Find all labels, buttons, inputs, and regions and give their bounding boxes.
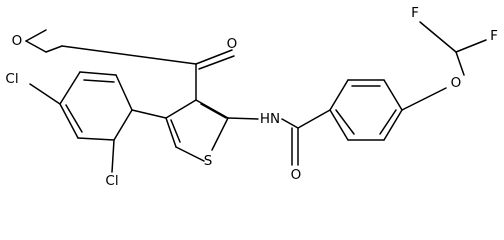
- bond-o-chf2: [455, 51, 465, 76]
- bond-ester-carbonyl-a: [195, 49, 233, 65]
- atom-f-upper: F: [411, 5, 419, 21]
- bond-aryl-4-inner: [65, 104, 83, 133]
- atom-o-carbonyl-ester: O: [227, 36, 238, 52]
- bond-c3-c2: [195, 99, 229, 119]
- bond-ester-o: [61, 45, 197, 65]
- bond-c4-aryl: [131, 109, 167, 119]
- bond-aryl-5: [77, 137, 115, 141]
- bond-benz-4: [383, 109, 403, 141]
- bond-benz-6-inner: [335, 109, 355, 135]
- bond-co-aryl: [297, 109, 331, 129]
- bond-benz-6: [329, 109, 349, 141]
- bond-aryl-2: [79, 71, 117, 76]
- bond-methyl-o: [25, 40, 47, 53]
- atom-cl-para: Cl: [5, 71, 18, 87]
- atom-cl-ortho: Cl: [105, 173, 118, 189]
- bond-aryl-2-inner: [83, 79, 115, 83]
- bond-o-methyl: [25, 29, 47, 42]
- bond-ester-carbonyl-b: [198, 55, 235, 70]
- bond-s-c5: [175, 146, 205, 162]
- bond-benz-3: [383, 79, 403, 111]
- bond-aryl-3: [59, 71, 81, 105]
- bond-c2-s: [211, 117, 229, 151]
- bond-c5-c4-inner: [170, 119, 181, 143]
- bond-c3-c2-inner: [200, 103, 227, 119]
- bond-benz-4-inner: [379, 109, 397, 135]
- atom-f-right: F: [490, 28, 498, 44]
- bond-aryl-4: [59, 103, 79, 139]
- bond-ring-o: [401, 87, 447, 111]
- bond-nh-co: [281, 118, 299, 129]
- bond-benz-1: [329, 79, 349, 111]
- bond-c4-c3: [165, 99, 197, 119]
- bond-c5-c4: [165, 117, 177, 148]
- atom-o-amide: O: [291, 167, 302, 183]
- bond-aryl-cl4: [29, 83, 61, 105]
- bond-aryl-1: [115, 74, 133, 111]
- bond-aryl-cl2: [111, 139, 115, 173]
- bond-methyl-end: [45, 45, 63, 53]
- bond-c-f2: [455, 39, 487, 53]
- atom-nh-amide: HN: [260, 111, 280, 127]
- atom-o-ether: O: [451, 75, 462, 91]
- bond-c-f1: [419, 21, 457, 53]
- molecule-structure: O O S HN O O F F Cl Cl: [5, 5, 497, 189]
- bond-c2-nh: [227, 117, 259, 120]
- bond-aryl-6: [113, 109, 133, 141]
- bond-layer: [25, 21, 487, 173]
- atom-s-thiophene: S: [204, 153, 213, 169]
- atom-label-layer: O O S HN O O F F Cl Cl: [5, 5, 497, 189]
- atom-o-methoxy: O: [12, 33, 23, 49]
